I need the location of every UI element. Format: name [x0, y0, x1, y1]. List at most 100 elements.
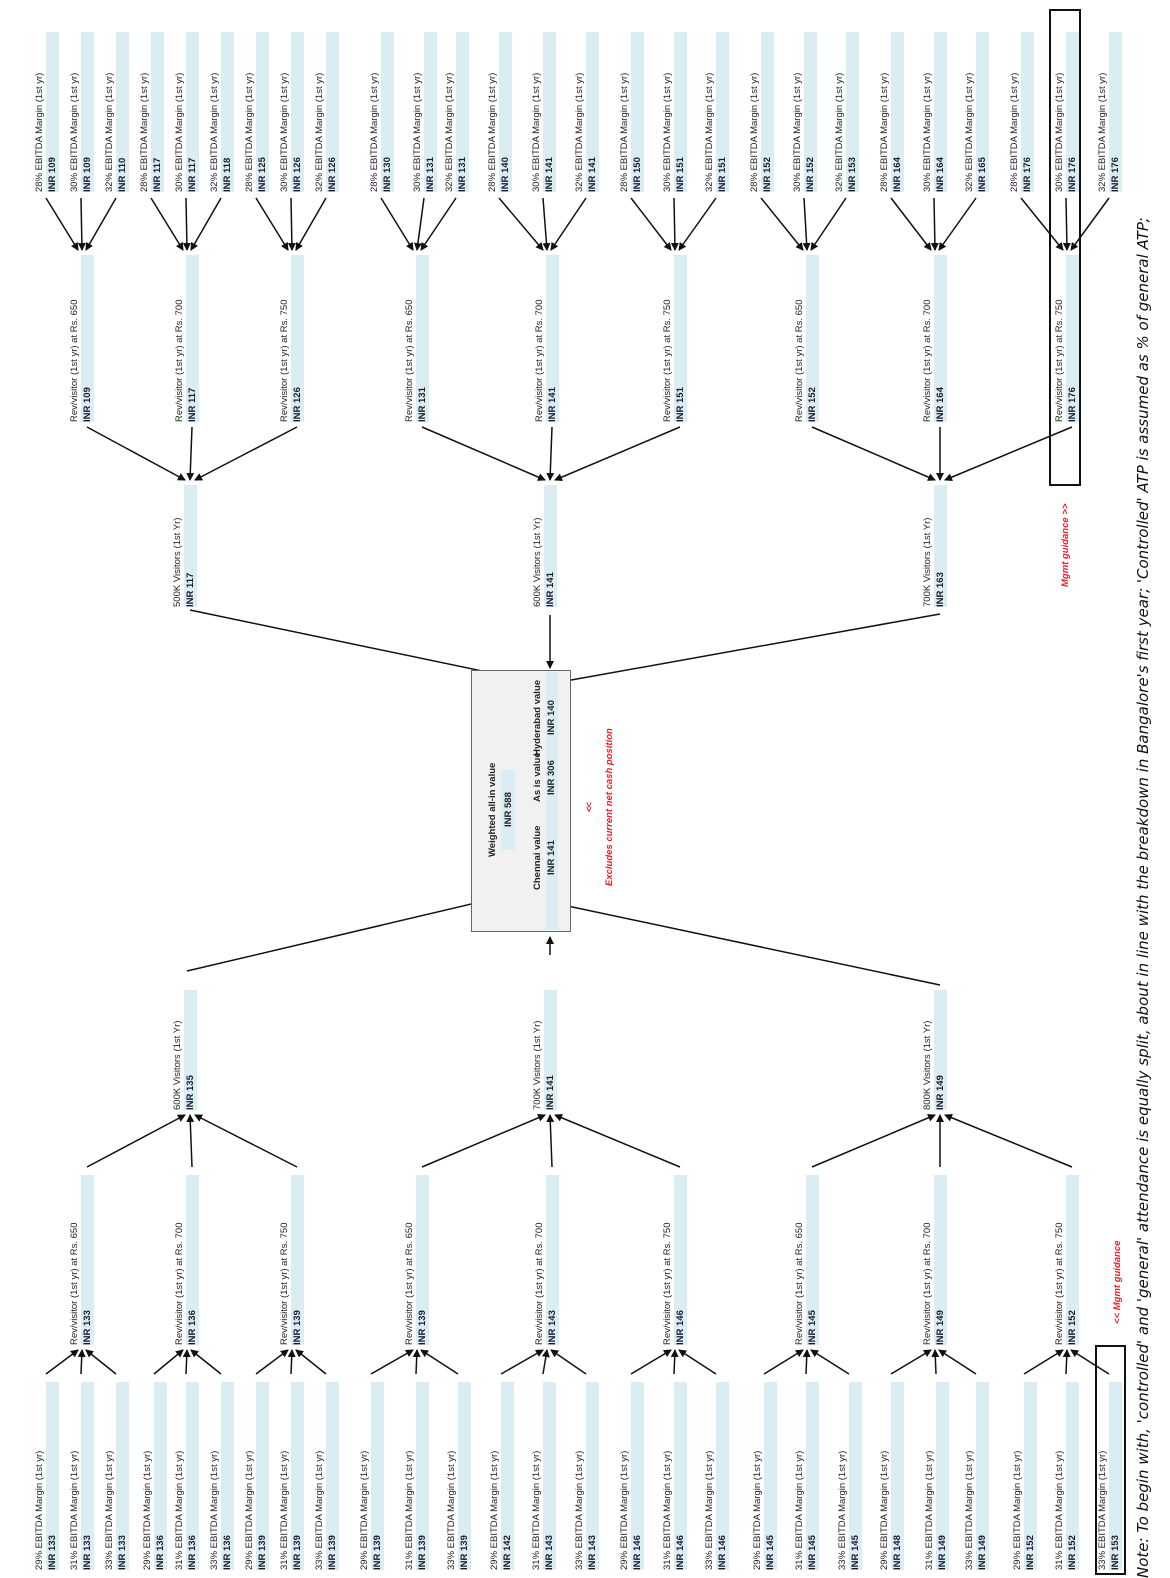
ebitda-margin-leaf-value: INR 145 [806, 1382, 819, 1570]
connector-arrow [85, 1349, 117, 1375]
ebitda-margin-leaf: 28% EBITDA Margin (1st yr)INR 176 [1008, 32, 1035, 192]
connector-arrow [194, 426, 298, 481]
ebitda-margin-leaf: 30% EBITDA Margin (1st yr)INR 141 [530, 32, 557, 192]
ebitda-margin-leaf-value: INR 139 [416, 1382, 429, 1570]
ebitda-margin-leaf-value: INR 109 [81, 32, 94, 192]
ebitda-margin-leaf: 31% EBITDA Margin (1st yr)INR 145 [793, 1382, 820, 1570]
connector-arrow [287, 1349, 296, 1375]
ebitda-margin-leaf-value: INR 153 [846, 32, 859, 192]
connector-arrow [186, 426, 195, 481]
ebitda-margin-leaf-label: 29% EBITDA Margin (1st yr) [142, 1450, 153, 1570]
rev-per-visitor-node-label: Rev/visitor (1st yr) at Rs. 650 [404, 299, 415, 422]
ebitda-margin-leaf: 28% EBITDA Margin (1st yr)INR 164 [878, 32, 905, 192]
ebitda-margin-leaf: 33% EBITDA Margin (1st yr)INR 145 [836, 1382, 863, 1570]
ebitda-margin-leaf-label: 31% EBITDA Margin (1st yr) [404, 1450, 415, 1570]
connector-arrow [421, 1114, 546, 1168]
ebitda-margin-leaf-label: 33% EBITDA Margin (1st yr) [314, 1450, 325, 1570]
ebitda-margin-leaf-label: 32% EBITDA Margin (1st yr) [444, 72, 455, 192]
connector-arrow [45, 197, 79, 251]
ebitda-margin-leaf-label: 32% EBITDA Margin (1st yr) [964, 72, 975, 192]
connector-arrow [944, 1113, 1073, 1168]
ebitda-margin-leaf: 28% EBITDA Margin (1st yr)INR 140 [486, 32, 513, 192]
ebitda-margin-leaf-value: INR 176 [1021, 32, 1034, 192]
connector-arrow [931, 1349, 940, 1375]
connector-arrow [420, 1349, 459, 1375]
connector-arrow [412, 1349, 421, 1375]
connector-arrow [890, 1349, 932, 1375]
ebitda-margin-leaf-value: INR 110 [116, 32, 129, 192]
rev-per-visitor-node-value: INR 149 [934, 1175, 947, 1345]
connector-arrow [287, 197, 296, 251]
mgmt-guidance-top-label: Mgmt guidance >> [1060, 503, 1071, 587]
ebitda-margin-leaf-value: INR 150 [631, 32, 644, 192]
connector-arrow [1023, 1349, 1064, 1375]
ebitda-margin-leaf-value: INR 151 [716, 32, 729, 192]
connector-arrow [370, 1349, 414, 1375]
ebitda-margin-leaf-value: INR 151 [674, 32, 687, 192]
ebitda-margin-leaf-value: INR 146 [631, 1382, 644, 1570]
rev-per-visitor-node-value: INR 143 [546, 1175, 559, 1345]
rev-per-visitor-node-label: Rev/visitor (1st yr) at Rs. 650 [794, 1222, 805, 1345]
connector-arrow [810, 1349, 850, 1375]
ebitda-margin-leaf: 28% EBITDA Margin (1st yr)INR 109 [33, 32, 60, 192]
rev-per-visitor-node-label: Rev/visitor (1st yr) at Rs. 700 [922, 299, 933, 422]
ebitda-margin-leaf-value: INR 139 [291, 1382, 304, 1570]
rev-per-visitor-node-value: INR 133 [81, 1175, 94, 1345]
ebitda-margin-leaf-label: 29% EBITDA Margin (1st yr) [1012, 1450, 1023, 1570]
ebitda-margin-leaf-label: 30% EBITDA Margin (1st yr) [922, 72, 933, 192]
ebitda-margin-leaf: 33% EBITDA Margin (1st yr)INR 149 [963, 1382, 990, 1570]
visitors-node-label: 700K Visitors (1st Yr) [922, 517, 933, 607]
ebitda-margin-leaf-label: 30% EBITDA Margin (1st yr) [279, 72, 290, 192]
connector-arrow [938, 1349, 977, 1375]
connector-arrow [45, 1349, 79, 1375]
ebitda-margin-leaf-value: INR 136 [221, 1382, 234, 1570]
ebitda-margin-leaf-value: INR 125 [256, 32, 269, 192]
ebitda-margin-leaf: 32% EBITDA Margin (1st yr)INR 151 [703, 32, 730, 192]
ebitda-margin-leaf-label: 33% EBITDA Margin (1st yr) [837, 1450, 848, 1570]
ebitda-margin-leaf-label: 33% EBITDA Margin (1st yr) [574, 1450, 585, 1570]
visitors-node: 500K Visitors (1st Yr)INR 117 [171, 485, 198, 607]
ebitda-margin-leaf-label: 31% EBITDA Margin (1st yr) [174, 1450, 185, 1570]
connector-arrow [760, 197, 804, 251]
rev-per-visitor-node-label: Rev/visitor (1st yr) at Rs. 700 [174, 1222, 185, 1345]
connector-arrow [670, 197, 679, 251]
ebitda-margin-leaf: 31% EBITDA Margin (1st yr)INR 133 [68, 1382, 95, 1570]
connector-arrow [421, 426, 546, 481]
ebitda-margin-leaf-label: 30% EBITDA Margin (1st yr) [531, 72, 542, 192]
ebitda-margin-leaf: 30% EBITDA Margin (1st yr)INR 152 [791, 32, 818, 192]
connector-arrow [86, 1114, 186, 1168]
connector-arrow [186, 1114, 195, 1168]
ebitda-margin-leaf-label: 28% EBITDA Margin (1st yr) [1009, 72, 1020, 192]
visitors-node-label: 500K Visitors (1st Yr) [172, 517, 183, 607]
ebitda-margin-leaf: 32% EBITDA Margin (1st yr)INR 153 [833, 32, 860, 192]
connector-arrow [85, 197, 117, 251]
rev-per-visitor-node-value: INR 139 [291, 1175, 304, 1345]
chennai-value-label: Chennai value [532, 825, 543, 890]
connector-arrow [559, 613, 941, 685]
connector-arrow [1062, 197, 1071, 251]
ebitda-margin-leaf-value: INR 141 [543, 32, 556, 192]
ebitda-margin-leaf: 31% EBITDA Margin (1st yr)INR 139 [403, 1382, 430, 1570]
rev-per-visitor-node-label: Rev/visitor (1st yr) at Rs. 650 [404, 1222, 415, 1345]
ebitda-margin-leaf-value: INR 164 [934, 32, 947, 192]
ebitda-margin-leaf: 33% EBITDA Margin (1st yr)INR 139 [445, 1382, 472, 1570]
connector-arrow [541, 1349, 550, 1375]
rev-per-visitor-node-value: INR 139 [416, 1175, 429, 1345]
connector-arrow [810, 197, 847, 251]
ebitda-margin-leaf-label: 28% EBITDA Margin (1st yr) [487, 72, 498, 192]
ebitda-margin-leaf: 31% EBITDA Margin (1st yr)INR 152 [1053, 1382, 1080, 1570]
rev-per-visitor-node-value: INR 145 [806, 1175, 819, 1345]
connector-arrow [930, 197, 939, 251]
connector-arrow [255, 1349, 289, 1375]
visitors-node-label: 700K Visitors (1st Yr) [532, 1020, 543, 1110]
ebitda-margin-leaf-value: INR 143 [543, 1382, 556, 1570]
